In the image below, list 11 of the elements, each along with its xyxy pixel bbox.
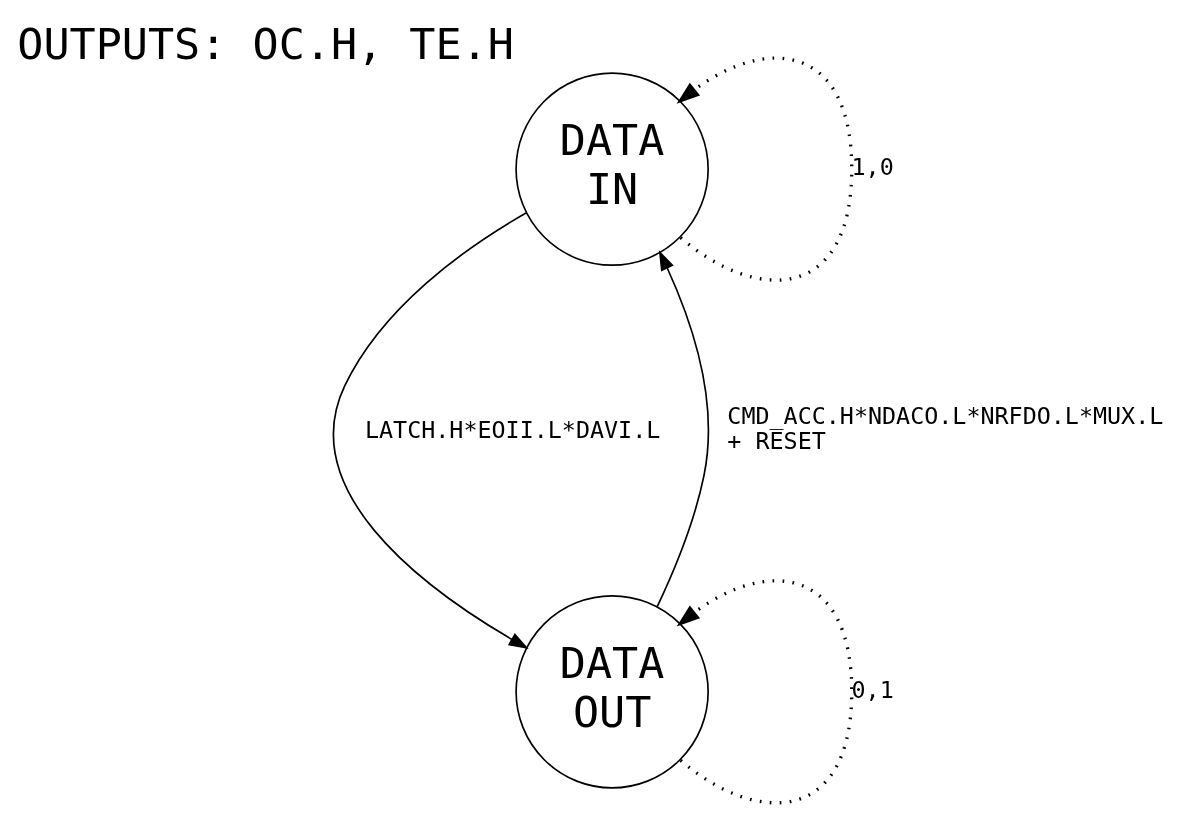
arrow [676,56,854,282]
arrow [332,211,529,649]
node-circle: DATA OUT [515,594,709,789]
edge-label: 1,0 [851,152,894,181]
arrow [656,249,709,607]
edge-label: 0,1 [851,675,894,704]
node-label: OUTPUTS: OC.H, TE.H [17,18,514,69]
node-circle: DATA IN [515,71,709,266]
edge-label: CMD_ACC.H*NDACO.L*NRFDO.L*MUX.L + RESET [727,401,1164,455]
arrow [676,579,854,804]
edge-label: LATCH.H*EOII.L*DAVI.L [364,415,661,443]
